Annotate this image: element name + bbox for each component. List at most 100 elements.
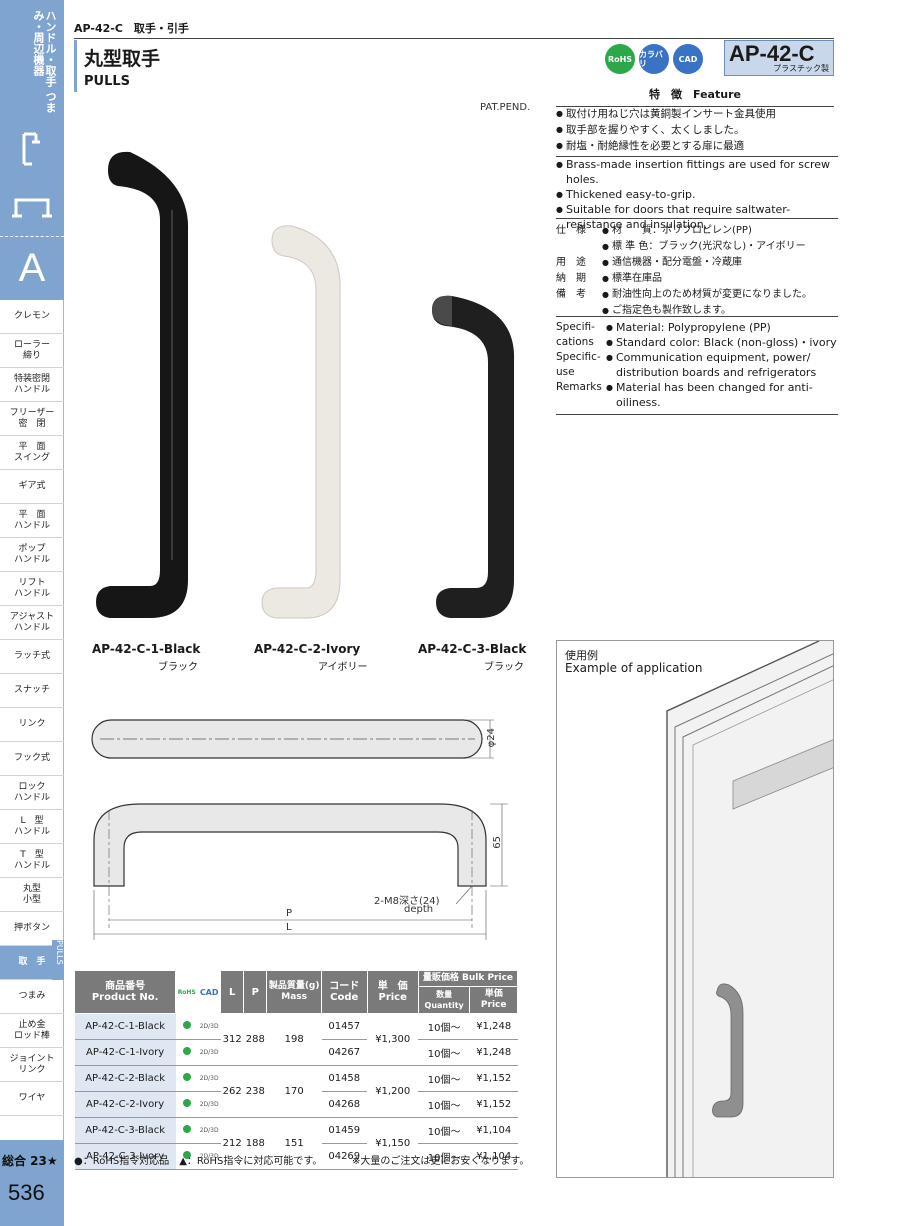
spec-value: Material has been changed for anti-oilin… bbox=[616, 381, 813, 409]
footnote-bulk: ※大量のご注文は更にお安くなります。 bbox=[352, 1156, 530, 1167]
sidebar-item[interactable]: つまみ bbox=[0, 980, 64, 1014]
sidebar-item[interactable]: アジャスト ハンドル bbox=[0, 606, 64, 640]
cell-qty: 10個～ bbox=[418, 1117, 470, 1144]
cell-bulk-price: ¥1,248 bbox=[469, 1013, 518, 1040]
sidebar-item[interactable]: 平 面 スイング bbox=[0, 436, 64, 470]
sidebar-item[interactable]: リンク bbox=[0, 708, 64, 742]
spec-key: 仕 様 bbox=[556, 225, 586, 236]
sidebar-item[interactable]: スナッチ bbox=[0, 674, 64, 708]
th-bulk-price: 単価 Price bbox=[469, 986, 518, 1014]
sidebar-item[interactable]: ラッチ式 bbox=[0, 640, 64, 674]
spec-list-jp: 仕 様●材 質：ポリプロピレン(PP)●標 準 色：ブラック(光沢なし)・アイボ… bbox=[556, 218, 838, 319]
bullet-icon: ● bbox=[556, 205, 563, 214]
sidebar-item[interactable]: ギア式 bbox=[0, 470, 64, 504]
cell-qty: 10個～ bbox=[418, 1013, 470, 1040]
cell-qty: 10個～ bbox=[418, 1091, 470, 1118]
spec-value: Material: Polypropylene (PP) bbox=[616, 321, 771, 334]
cell-l: 262 bbox=[220, 1065, 244, 1118]
bullet-icon: ● bbox=[556, 141, 563, 150]
feature-text: Brass-made insertion fittings are used f… bbox=[566, 158, 831, 186]
photo-caption-2: AP-42-C-2-Ivory bbox=[254, 642, 361, 656]
spec-row: Remarks●Material has been changed for an… bbox=[556, 380, 838, 410]
cell-product: AP-42-C-2-Ivory bbox=[74, 1091, 176, 1118]
rohs-dot-icon bbox=[182, 1099, 191, 1107]
sidebar-item[interactable]: 平 面 ハンドル bbox=[0, 504, 64, 538]
spec-row: 仕 様●材 質：ポリプロピレン(PP) bbox=[556, 223, 838, 239]
sidebar-item[interactable]: 押ボタン bbox=[0, 912, 64, 946]
sidebar-item[interactable]: ポップ ハンドル bbox=[0, 538, 64, 572]
karabari-icon: カラバリ bbox=[639, 44, 669, 74]
bullet-icon: ● bbox=[602, 242, 609, 251]
page-number: 536 bbox=[8, 1180, 45, 1205]
th-mass: 製品質量(g) Mass bbox=[266, 970, 322, 1014]
spec-value: distribution boards and refrigerators bbox=[616, 366, 817, 379]
photo-color-1: ブラック bbox=[158, 662, 198, 673]
cell-bulk-price: ¥1,104 bbox=[469, 1117, 518, 1144]
cell-mass: 151 bbox=[266, 1117, 322, 1170]
spec-row: 納 期●標準在庫品 bbox=[556, 271, 838, 287]
sidebar-item[interactable]: リフト ハンドル bbox=[0, 572, 64, 606]
spec-key bbox=[556, 239, 602, 255]
spec-value: 材 質：ポリプロピレン(PP) bbox=[612, 225, 752, 236]
spec-row: 用 途●通信機器・配分電盤・冷蔵庫 bbox=[556, 255, 838, 271]
cell-price: ¥1,300 bbox=[367, 1013, 419, 1066]
cell-cad: 2D/3D bbox=[197, 1013, 221, 1040]
sidebar-item[interactable]: 止め金 ロッド棒 bbox=[0, 1014, 64, 1048]
rohs-dot-icon bbox=[182, 1047, 191, 1055]
th-code: コード Code bbox=[321, 970, 368, 1014]
cell-bulk-price: ¥1,152 bbox=[469, 1091, 518, 1118]
feature-text: Suitable for doors that require saltwate… bbox=[566, 203, 791, 231]
page-subtitle: PULLS bbox=[84, 74, 131, 89]
sidebar-item[interactable]: ロック ハンドル bbox=[0, 776, 64, 810]
cell-product: AP-42-C-3-Black bbox=[74, 1117, 176, 1144]
sidebar-item[interactable]: T 型 ハンドル bbox=[0, 844, 64, 878]
sidebar-item[interactable]: ワイヤ bbox=[0, 1082, 64, 1116]
feature-text: 耐塩・耐絶縁性を必要とする扉に最適 bbox=[566, 140, 745, 152]
feature-heading: 特 徴 Feature bbox=[556, 84, 834, 107]
sidebar-footer-block bbox=[0, 1140, 64, 1226]
sogo-label: 総合 23★ bbox=[2, 1154, 58, 1168]
feature-text: 取付け用ねじ穴は黄銅製インサート金具使用 bbox=[566, 108, 776, 120]
sidebar-item[interactable]: フック式 bbox=[0, 742, 64, 776]
application-panel: 使用例 Example of application bbox=[556, 640, 834, 1178]
sidebar-item[interactable]: ローラー 締り bbox=[0, 334, 64, 368]
spec-row: Specific-●Communication equipment, power… bbox=[556, 350, 838, 365]
cell-price: ¥1,150 bbox=[367, 1117, 419, 1170]
bullet-icon: ● bbox=[556, 160, 563, 169]
sidebar-item[interactable]: ジョイント リンク bbox=[0, 1048, 64, 1082]
bullet-icon: ● bbox=[602, 306, 609, 315]
product-table: 商品番号 Product No. RoHS CAD L P 製品質量(g) Ma… bbox=[73, 970, 519, 1170]
sidebar-item[interactable]: 丸型 小型 bbox=[0, 878, 64, 912]
sidebar-item[interactable]: L 型 ハンドル bbox=[0, 810, 64, 844]
feature-item: ●Thickened easy-to-grip. bbox=[556, 187, 838, 202]
photo-caption-1: AP-42-C-1-Black bbox=[92, 642, 201, 656]
dim-depth: depth bbox=[404, 904, 434, 915]
spec-row: ●標 準 色：ブラック(光沢なし)・アイボリー bbox=[556, 239, 838, 255]
pull-glyph-icon bbox=[12, 198, 52, 218]
patent-note: PAT.PEND. bbox=[480, 102, 531, 113]
spec-row: Specifi-●Material: Polypropylene (PP) bbox=[556, 320, 838, 335]
cell-cad: 2D/3D bbox=[197, 1065, 221, 1092]
sidebar-item[interactable]: クレモン bbox=[0, 300, 64, 334]
sidebar-title: ハンドル・取手 つまみ・周辺機器 bbox=[32, 10, 57, 113]
sidebar: ハンドル・取手 つまみ・周辺機器 A クレモンローラー 締り特装密閉 ハンドルフ… bbox=[0, 0, 64, 1226]
cell-code: 04268 bbox=[321, 1091, 367, 1118]
category-letter: A bbox=[0, 236, 64, 298]
dim-p: P bbox=[286, 908, 293, 919]
cell-p: 288 bbox=[243, 1013, 267, 1066]
model-material: プラスチック製 bbox=[773, 64, 829, 73]
th-p: P bbox=[243, 970, 268, 1014]
bullet-icon: ● bbox=[556, 125, 563, 134]
product-photos bbox=[96, 151, 515, 619]
sidebar-item[interactable]: 特装密閉 ハンドル bbox=[0, 368, 64, 402]
cell-bulk-price: ¥1,248 bbox=[469, 1039, 518, 1066]
dim-diameter: φ24 bbox=[486, 728, 497, 748]
sidebar-item[interactable]: フリーザー 密 閉 bbox=[0, 402, 64, 436]
cell-code: 04267 bbox=[321, 1039, 367, 1066]
spec-key: cations bbox=[556, 336, 594, 348]
photo-color-3: ブラック bbox=[484, 662, 524, 673]
cell-mass: 170 bbox=[266, 1065, 322, 1118]
spec-key: 備 考 bbox=[556, 289, 586, 300]
